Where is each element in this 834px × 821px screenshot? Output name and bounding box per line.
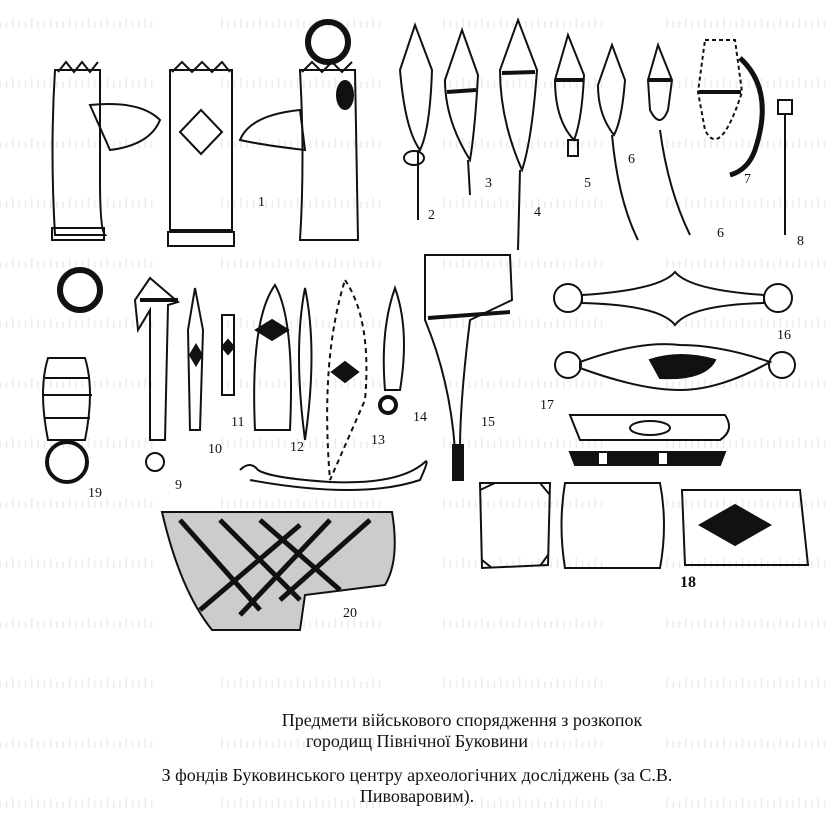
figure-label: 16	[777, 328, 791, 343]
figure-label: 4	[534, 205, 541, 220]
figure-label: 17	[540, 398, 554, 413]
artifact-20-carved-fragment	[160, 511, 396, 631]
figure-label: 5	[584, 176, 591, 191]
figure-label: 20	[343, 606, 357, 621]
figure-label: 13	[371, 433, 385, 448]
figure-label: 9	[175, 478, 182, 493]
artifact-drawings	[42, 17, 810, 631]
caption-line-2: городищ Північної Буковини	[305, 731, 528, 751]
artifact-9-14-blades	[133, 276, 405, 481]
figure-label: 11	[231, 415, 245, 430]
figure-label: 3	[485, 176, 492, 191]
figure-label: 19	[88, 486, 102, 501]
figure-label: 1	[258, 195, 265, 210]
figure-label: 15	[481, 415, 495, 430]
caption-line-4: Пивоваровим).	[359, 786, 475, 806]
figure-label: 2	[428, 208, 435, 223]
figure-label: 7	[744, 172, 751, 187]
artifact-15-spearhead	[424, 254, 514, 481]
figure-label: 10	[208, 442, 222, 457]
artifact-18-plaques	[478, 482, 810, 570]
figure-label: 8	[797, 234, 804, 249]
figure-label: 12	[290, 440, 304, 455]
figure-label: 6	[628, 152, 635, 167]
caption-line-1: Предмети військового спорядження з розко…	[281, 710, 643, 730]
artifact-2-8-arrowheads	[398, 17, 793, 251]
artifact-19-bead	[42, 357, 92, 484]
figure-label: 18	[680, 574, 696, 591]
caption-line-3: З фондів Буковинського центру археологіч…	[161, 765, 673, 785]
artifact-16-17-chape	[553, 270, 796, 466]
figure-label: 14	[413, 410, 427, 425]
figure-label: 6	[717, 226, 724, 241]
artifact-pin	[239, 460, 428, 491]
artifact-1-axe-hammer	[51, 19, 360, 313]
